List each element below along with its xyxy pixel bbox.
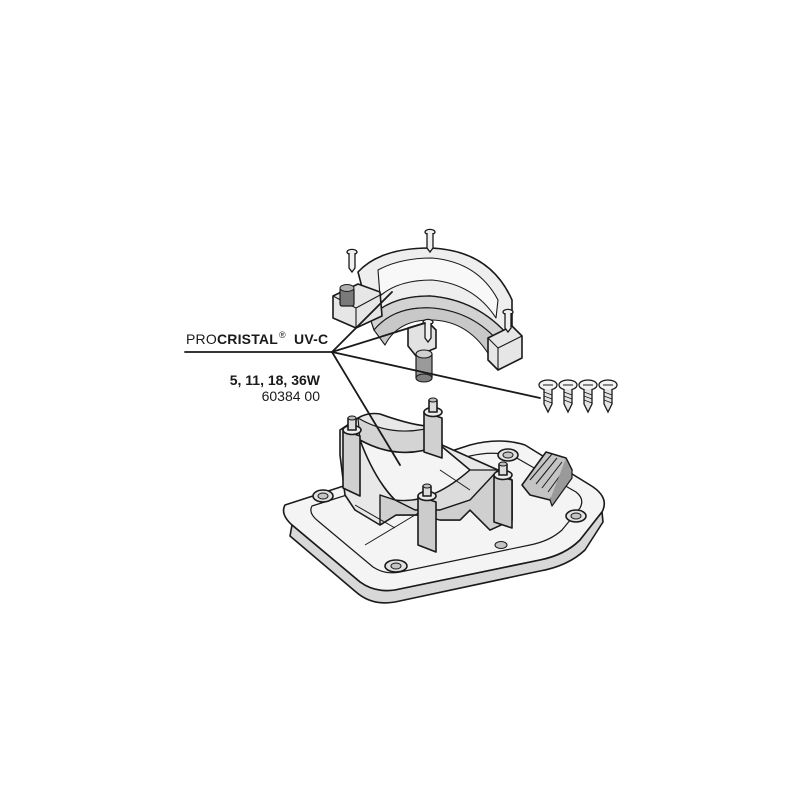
pin-front xyxy=(422,318,434,344)
post-front-right xyxy=(493,474,513,529)
leader-to-base xyxy=(331,351,401,466)
leader-to-upper-clamp xyxy=(331,291,393,353)
clamp-pins xyxy=(346,228,514,344)
registered-mark: ® xyxy=(278,330,286,340)
base-plate-edge xyxy=(289,511,604,604)
upper-clamp-flange-right xyxy=(487,325,523,371)
post-back-right xyxy=(423,411,443,459)
screw-3 xyxy=(578,379,598,414)
product-name-prefix: PRO xyxy=(186,331,217,347)
leader-to-screws xyxy=(331,351,541,399)
product-name-suffix: UV-C xyxy=(294,331,329,347)
base-stand xyxy=(282,397,606,604)
leader-to-pin xyxy=(331,322,426,353)
post-back-left xyxy=(342,429,361,497)
product-name-label: PROCRISTAL® UV-C xyxy=(186,330,328,347)
upper-clamp xyxy=(332,247,523,383)
screw-set xyxy=(538,379,618,414)
product-name-main: CRISTAL xyxy=(216,331,278,347)
pin-middle xyxy=(424,228,436,254)
wattage-label: 5, 11, 18, 36W xyxy=(229,372,320,388)
leader-lines xyxy=(184,291,541,466)
pin-right xyxy=(502,308,514,334)
screw-4 xyxy=(598,379,618,414)
screw-2 xyxy=(558,379,578,414)
article-number-label: 60384 00 xyxy=(261,388,320,404)
post-front-left xyxy=(417,495,437,553)
base-hole-front-mid xyxy=(494,541,508,549)
pin-left xyxy=(346,248,358,274)
screw-1 xyxy=(538,379,558,414)
